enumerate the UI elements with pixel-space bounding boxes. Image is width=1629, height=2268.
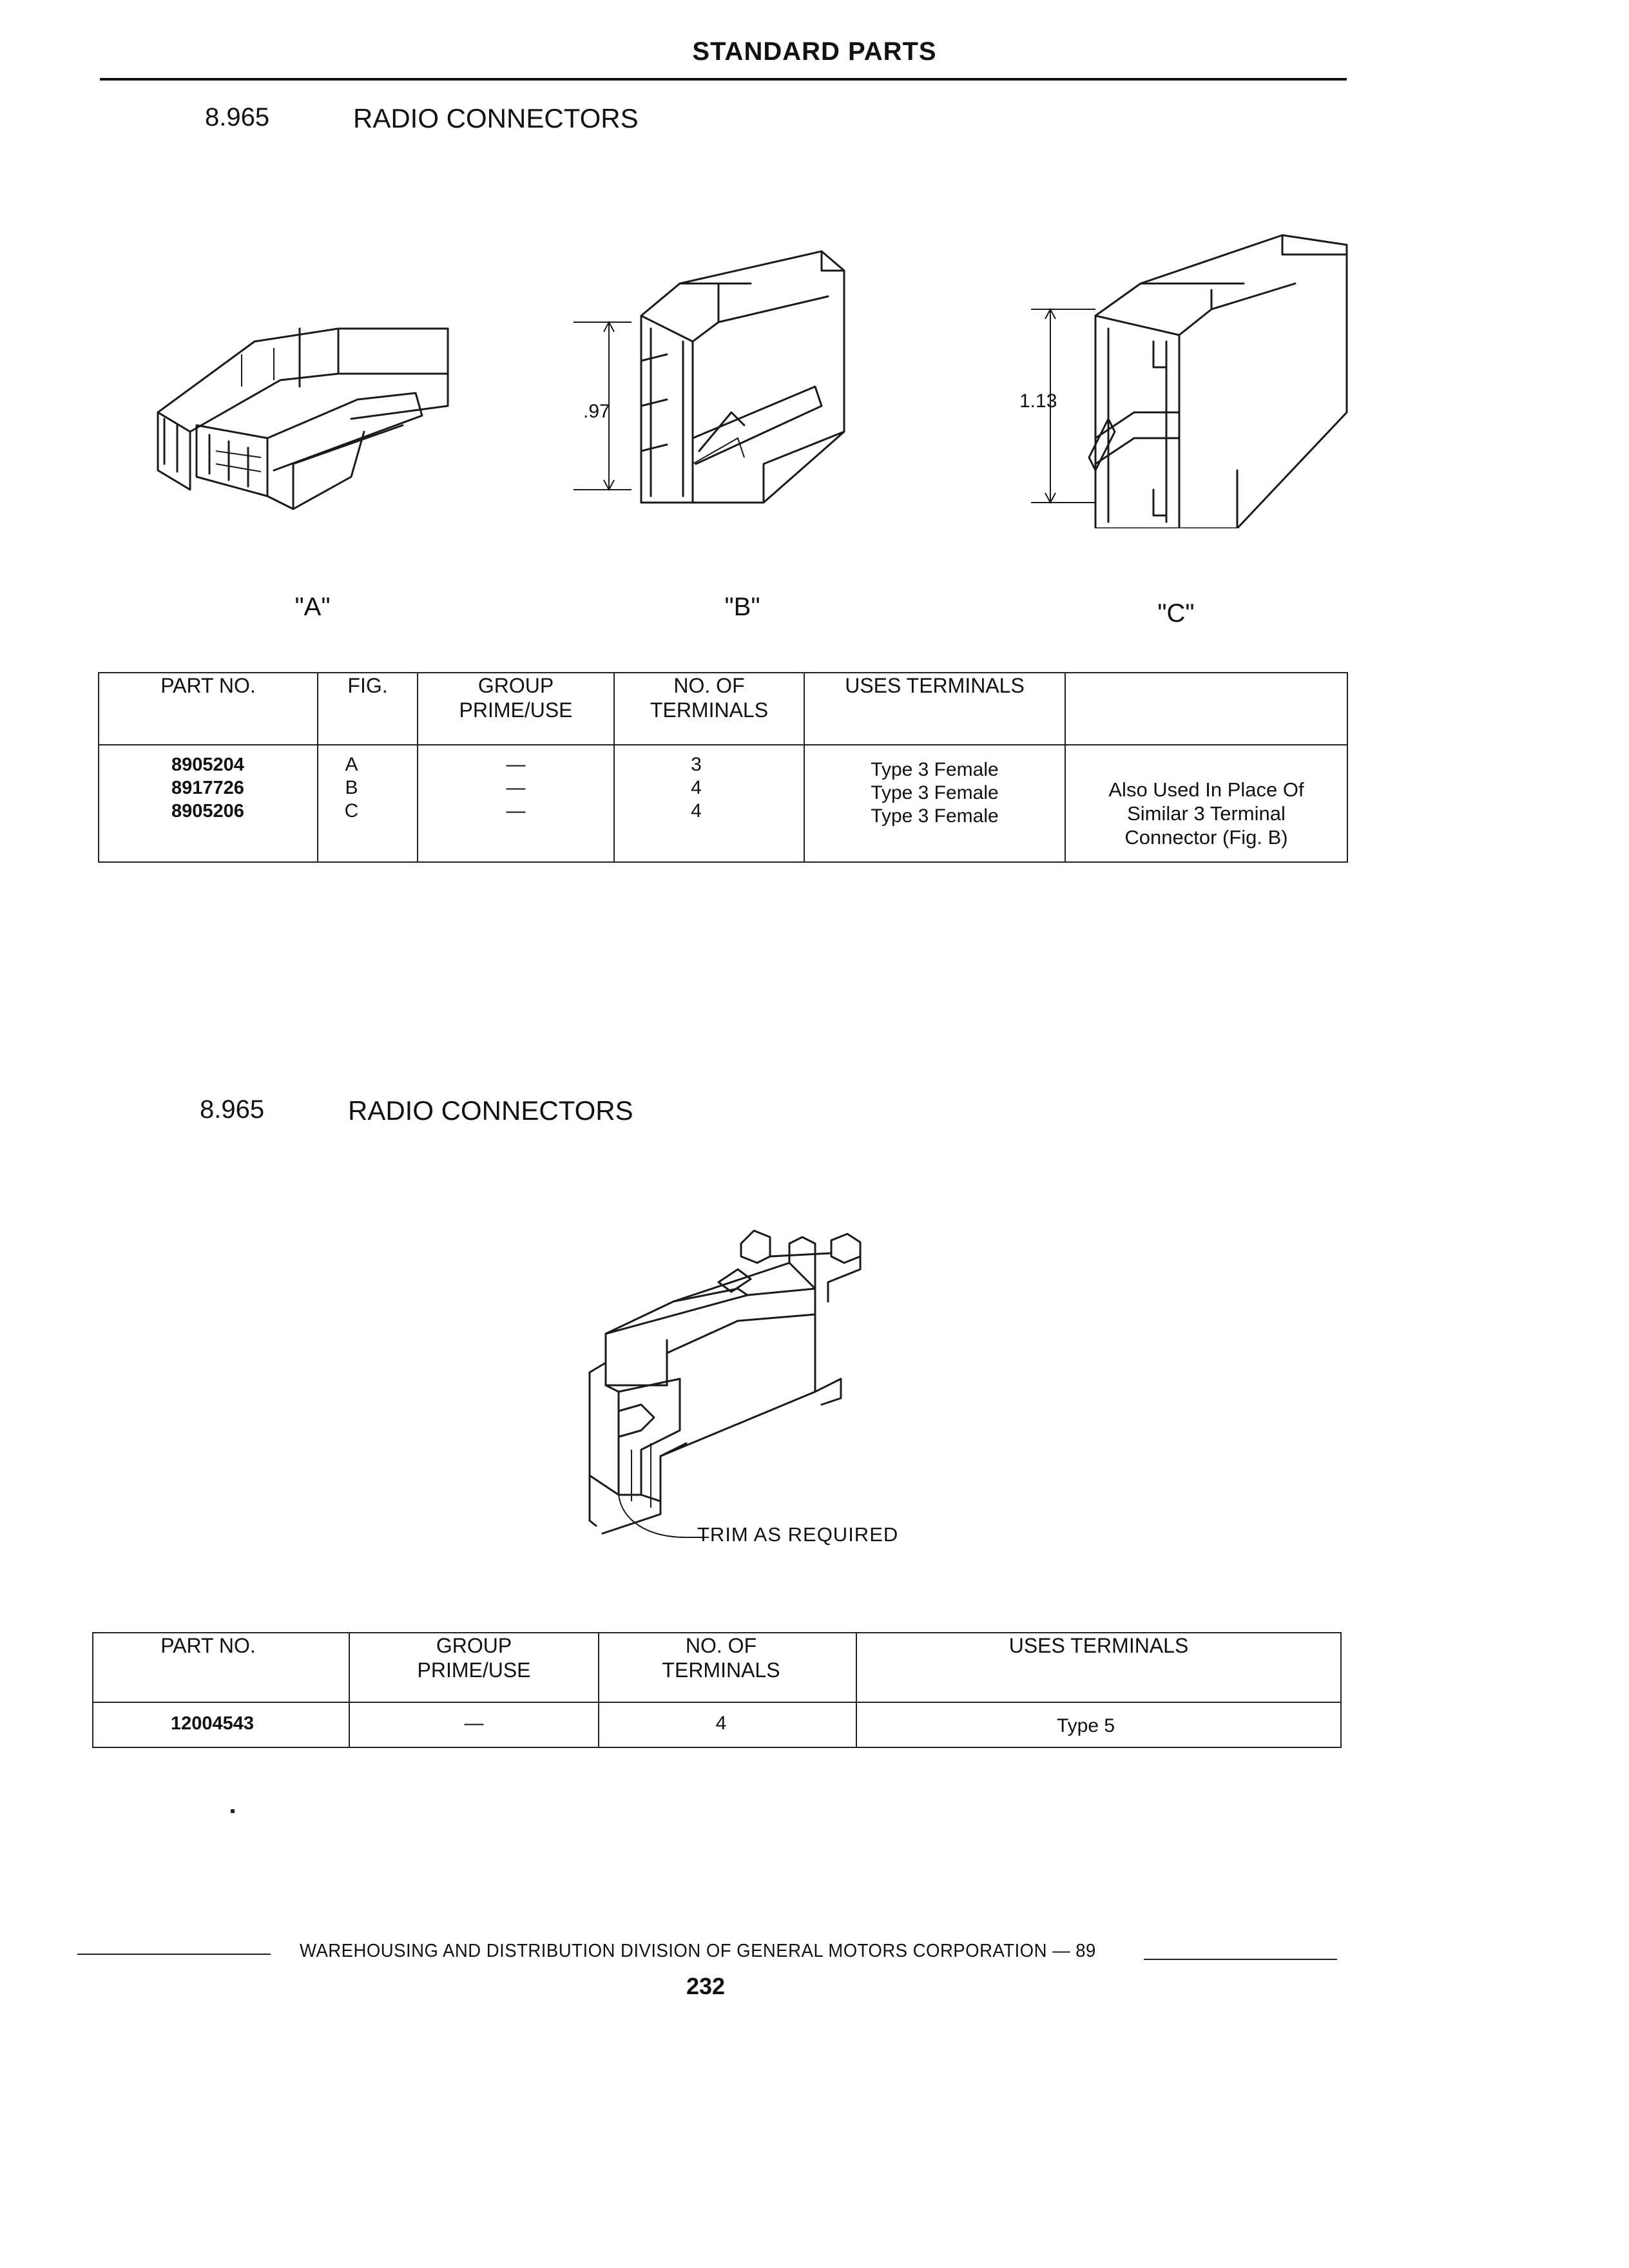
stray-mark (231, 1809, 235, 1813)
section-2-number: 8.965 (200, 1095, 265, 1124)
figure-c-dimension: 1.13 (1019, 390, 1057, 412)
footer-rule-left (77, 1954, 271, 1955)
section-1-number: 8.965 (205, 103, 270, 131)
header-part-no: PART NO. (98, 672, 318, 745)
table-row: 8917726 (171, 778, 244, 798)
trim-callout: TRIM AS REQUIRED (697, 1523, 899, 1546)
figure-a-label: "A" (294, 593, 331, 621)
group-cell: — — — (417, 744, 615, 863)
page-header-title: STANDARD PARTS (692, 37, 937, 66)
section-2-title: RADIO CONNECTORS (348, 1095, 633, 1126)
header-part-no: PART NO. (92, 1632, 350, 1703)
page-number: 232 (686, 1973, 726, 1999)
header-rule (100, 78, 1347, 81)
footer-text: WAREHOUSING AND DISTRIBUTION DIVISION OF… (300, 1941, 1096, 1961)
header-fig: FIG. (317, 672, 418, 745)
table-row: 12004543 (92, 1702, 350, 1748)
connector-figure-a (157, 327, 449, 510)
figure-b-label: "B" (724, 593, 760, 621)
header-uses: USES TERMINALS (856, 1632, 1342, 1703)
figure-b-dimension: .97 (583, 401, 610, 422)
section-1-title: RADIO CONNECTORS (353, 103, 639, 133)
header-note (1065, 672, 1348, 745)
table-row: 8905204 (171, 754, 244, 775)
figure-c-label: "C" (1157, 599, 1195, 628)
part-no-cell: 8905204 8917726 8905206 (98, 744, 318, 863)
footer-rule-right (1144, 1959, 1337, 1960)
connector-figure-b (574, 250, 845, 504)
connector-figure-c (1031, 234, 1348, 528)
table-row: 8905206 (171, 801, 244, 822)
header-uses: USES TERMINALS (804, 672, 1066, 745)
note-cell: Also Used In Place Of Similar 3 Terminal… (1065, 744, 1348, 863)
uses-cell: Type 3 Female Type 3 Female Type 3 Femal… (804, 744, 1066, 863)
fig-cell: A B C (317, 744, 418, 863)
terminals-cell: 3 4 4 (613, 744, 805, 863)
connector-figure-trim (588, 1229, 862, 1538)
